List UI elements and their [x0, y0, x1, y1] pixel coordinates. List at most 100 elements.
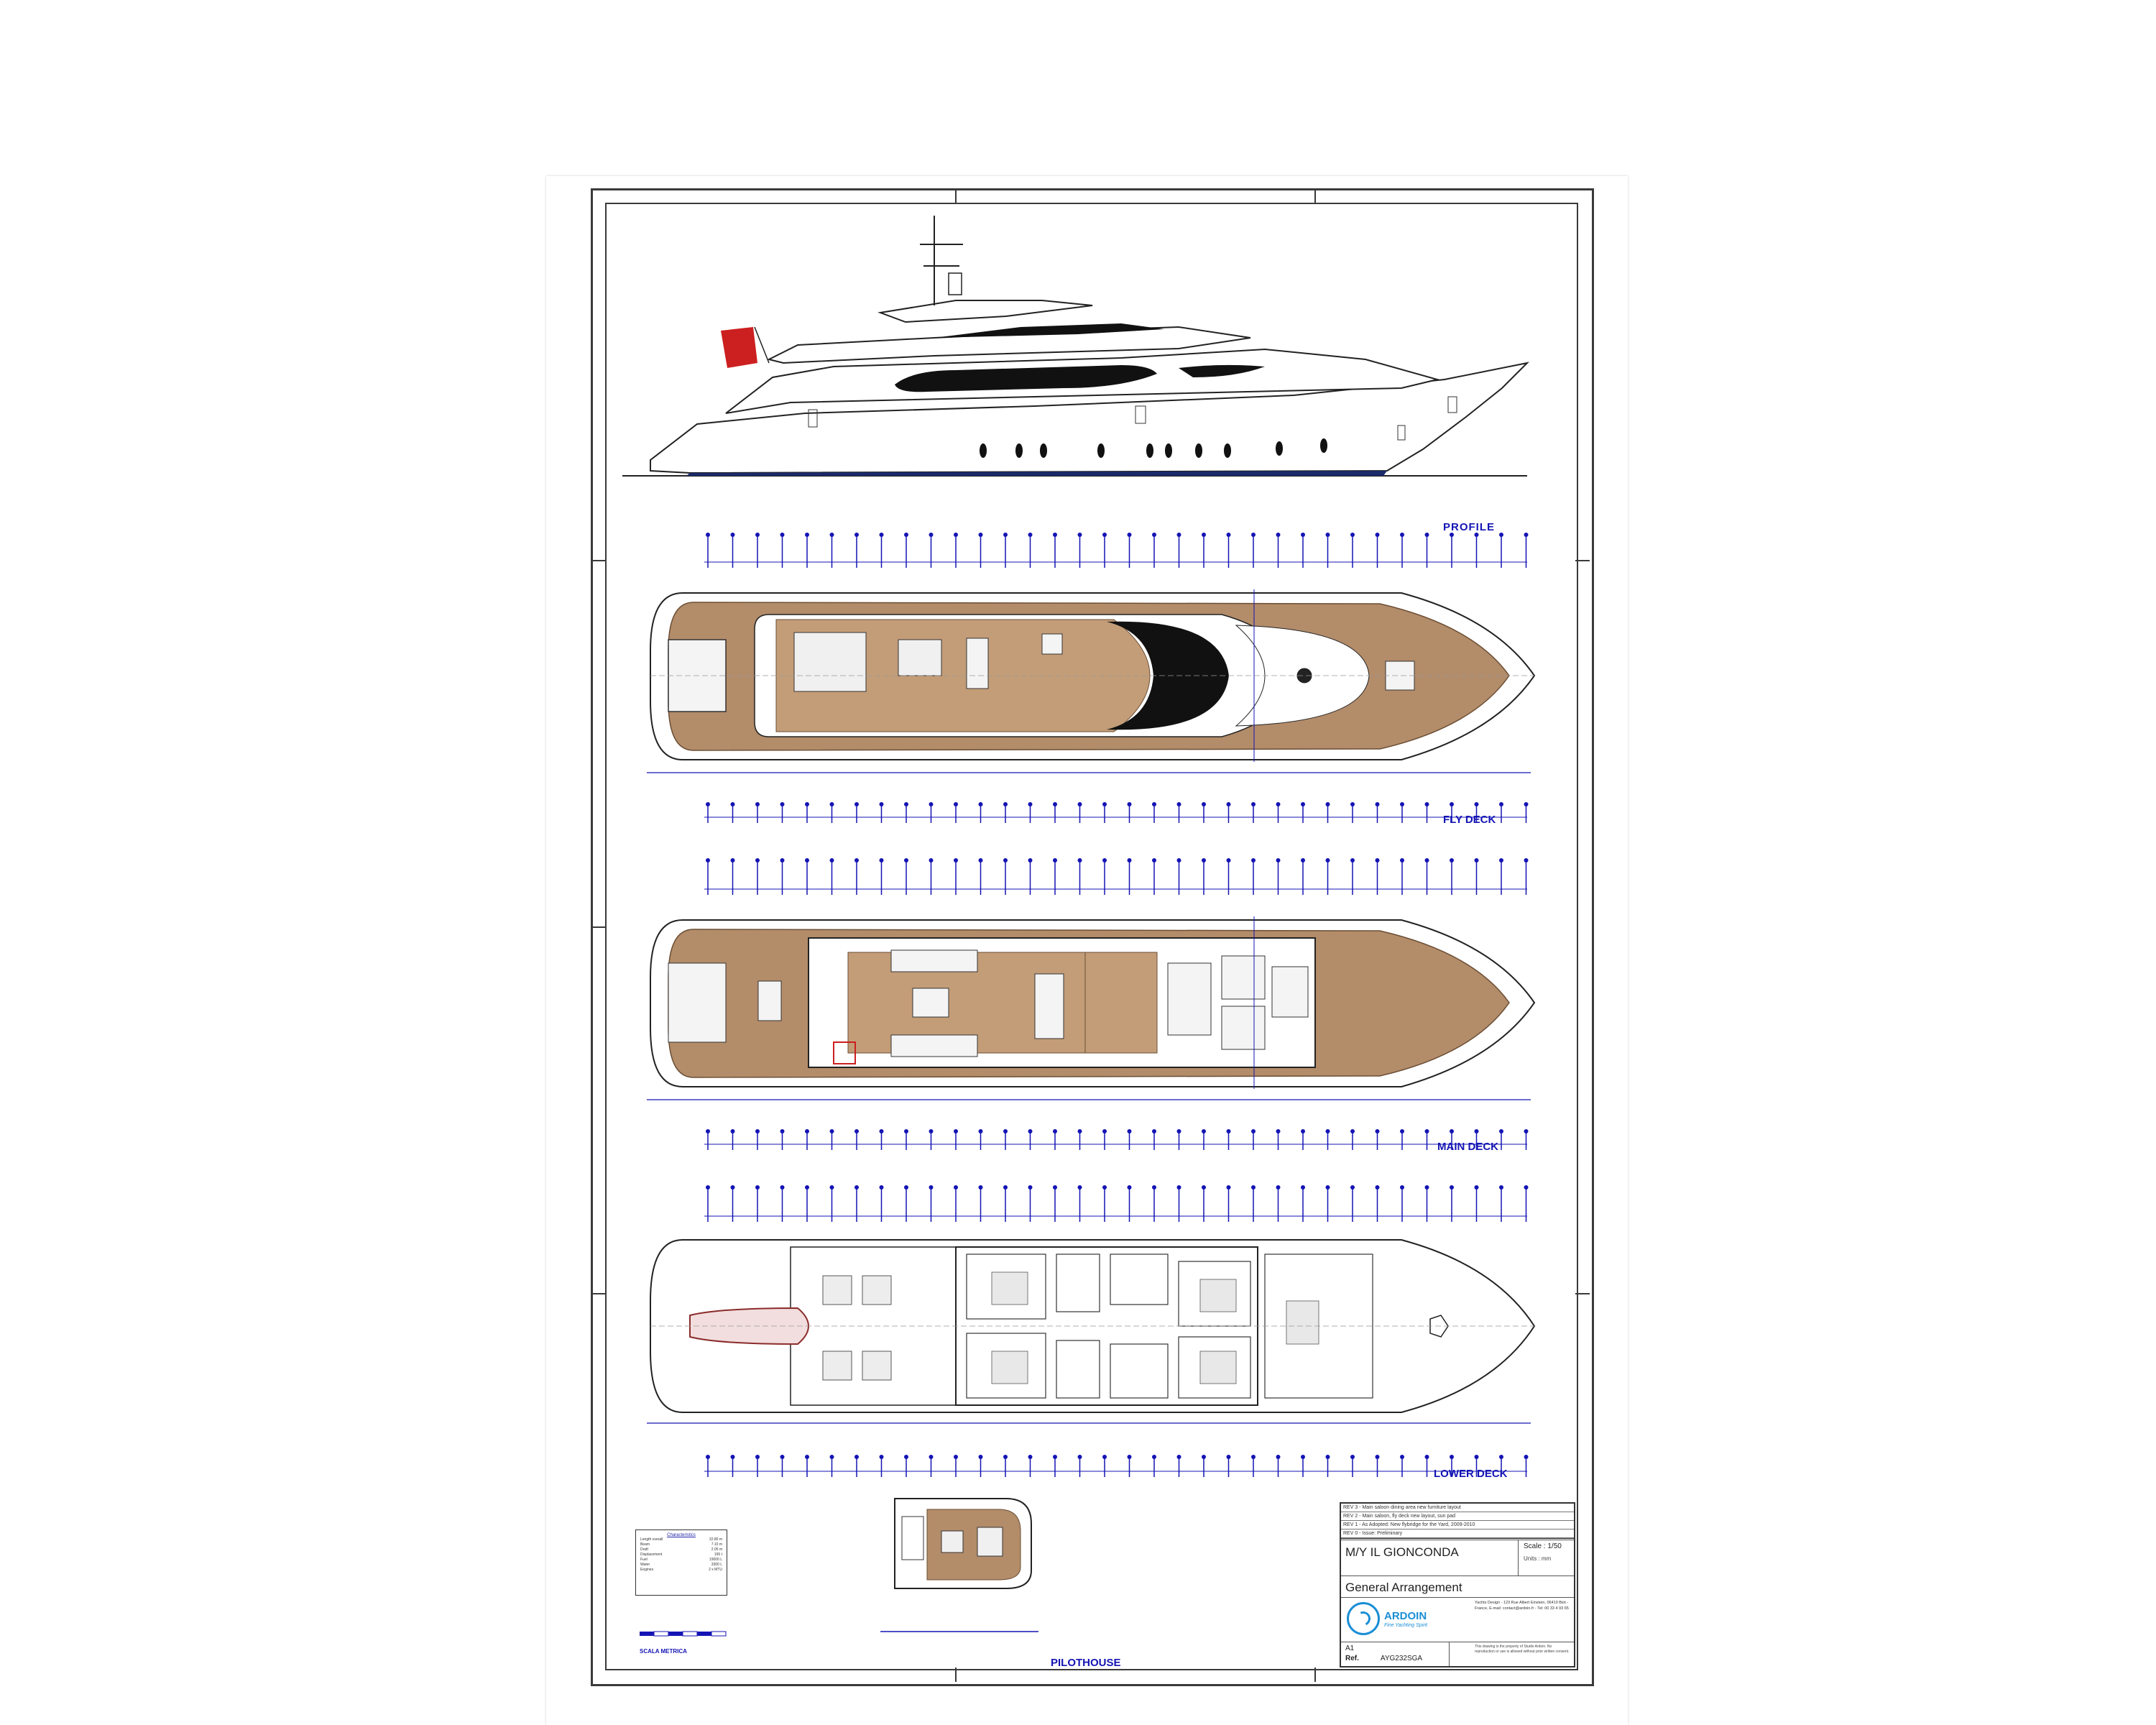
station-dot [1077, 858, 1082, 862]
station-dot [1053, 802, 1057, 806]
station-dot [1127, 533, 1132, 537]
station-dot [854, 802, 859, 806]
station-dot [755, 1129, 760, 1133]
station-dot [904, 1185, 908, 1190]
ardoin-logo-icon [1347, 1602, 1380, 1635]
drawing-scale: Scale : 1/50 [1524, 1542, 1562, 1550]
station-dot [1077, 1455, 1082, 1459]
reference-value: AYG232SGA [1380, 1655, 1423, 1662]
drawing-units: Units : mm [1524, 1555, 1552, 1562]
station-dot [879, 858, 884, 862]
station-dot [1350, 1185, 1355, 1190]
station-dot [1127, 1129, 1132, 1133]
station-dot [1499, 1185, 1503, 1190]
station-dot [1003, 1129, 1008, 1133]
station-dot [1053, 858, 1057, 862]
station-dot [1450, 1129, 1454, 1133]
station-dot [1424, 858, 1429, 862]
station-dot [1226, 858, 1231, 862]
station-dot [1251, 533, 1256, 537]
station-dot [1202, 802, 1206, 806]
station-dot [879, 802, 884, 806]
station-dot [780, 802, 785, 806]
station-dot [854, 1185, 859, 1190]
station-dot [829, 858, 834, 862]
station-dot [1301, 533, 1305, 537]
revision-row: REV 1 - As Adopted: New flybridge for th… [1341, 1521, 1574, 1530]
station-dot [1176, 533, 1181, 537]
revision-table: REV 3 - Main saloon dining area new furn… [1341, 1504, 1574, 1539]
station-dot [954, 1185, 958, 1190]
station-dot [1127, 802, 1132, 806]
station-dot [1251, 802, 1256, 806]
station-dot [1003, 533, 1008, 537]
station-dot [1424, 1455, 1429, 1459]
station-dot [978, 1185, 983, 1190]
station-dot [1474, 858, 1479, 862]
station-dot [1003, 1455, 1008, 1459]
station-dot [1400, 1185, 1404, 1190]
station-dot [1524, 1455, 1529, 1459]
station-dot [1176, 1455, 1181, 1459]
station-dot [854, 533, 859, 537]
station-dot [1400, 1455, 1404, 1459]
divider [1518, 1540, 1519, 1576]
station-dot [805, 858, 809, 862]
station-dot [1524, 802, 1529, 806]
pilothouse-plan [880, 1498, 1038, 1632]
specification-key: Draft [640, 1547, 648, 1552]
station-dot [1028, 858, 1033, 862]
station-dot [706, 1129, 710, 1133]
station-dot [1474, 802, 1479, 806]
station-dot [1202, 858, 1206, 862]
station-dot [1499, 1129, 1503, 1133]
station-dot [854, 1129, 859, 1133]
station-dot [978, 1455, 983, 1459]
station-dot [1499, 533, 1503, 537]
lower-deck-plan [647, 1239, 1536, 1424]
station-dot [1276, 1129, 1281, 1133]
station-dot [1152, 802, 1156, 806]
station-dot [854, 858, 859, 862]
station-dot [1251, 858, 1256, 862]
station-dot [1474, 1129, 1479, 1133]
specification-value: 32.80 m [709, 1537, 722, 1542]
station-dot [706, 802, 710, 806]
fly-deck-plan [647, 589, 1536, 773]
station-dot [1176, 1129, 1181, 1133]
main-deck-plan [647, 916, 1536, 1100]
company-name: ARDOIN [1384, 1610, 1427, 1622]
yacht-name: M/Y IL GIONCONDA [1345, 1545, 1459, 1559]
station-dot [1028, 1129, 1033, 1133]
lower-deck-label: LOWER DECK [1434, 1468, 1508, 1480]
profile-view [622, 216, 1530, 477]
station-dot [1077, 1129, 1082, 1133]
station-dot [1152, 1185, 1156, 1190]
station-dot [1176, 1185, 1181, 1190]
title-block: REV 3 - Main saloon dining area new furn… [1340, 1502, 1575, 1668]
station-dot [1127, 858, 1132, 862]
station-dot [1350, 533, 1355, 537]
station-dot [1325, 1455, 1330, 1459]
specification-value: 3300 L [711, 1563, 722, 1567]
station-dot [1424, 802, 1429, 806]
station-dot [954, 858, 958, 862]
station-dot [1003, 802, 1008, 806]
main-deck-label: MAIN DECK [1437, 1141, 1498, 1153]
specification-key: Beam [640, 1542, 650, 1547]
station-dot [1202, 1455, 1206, 1459]
station-dot [1325, 1129, 1330, 1133]
station-dot [1375, 802, 1380, 806]
station-dot [1226, 533, 1231, 537]
station-dot [780, 1185, 785, 1190]
station-dot [1524, 1129, 1529, 1133]
drawing-reference: Ref.AYG232SGA [1345, 1655, 1422, 1662]
station-dot [904, 802, 908, 806]
station-dot [1350, 858, 1355, 862]
drawing-title: General Arrangement [1345, 1581, 1462, 1594]
station-dot [1474, 533, 1479, 537]
